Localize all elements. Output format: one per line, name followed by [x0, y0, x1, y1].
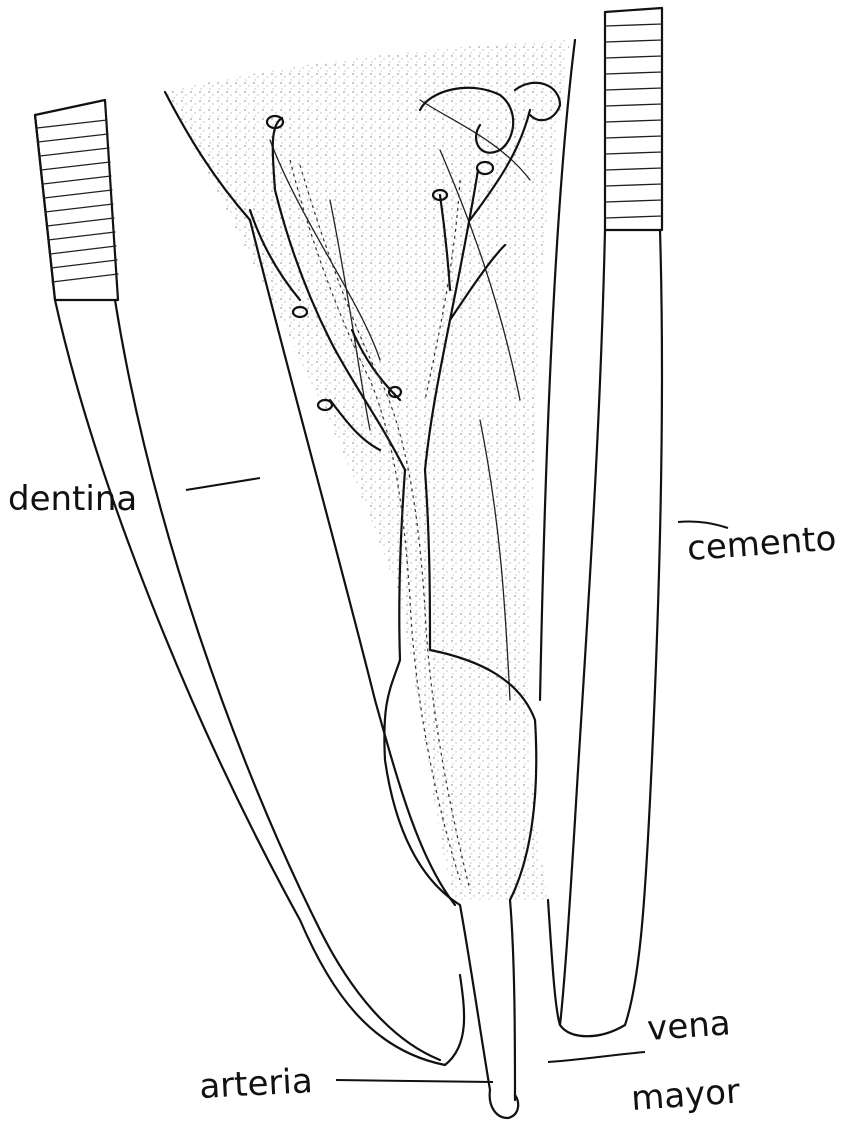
label-arteria: arteria: [198, 1061, 313, 1107]
label-vena: vena: [646, 1003, 732, 1049]
right-root-wall: [540, 40, 662, 1036]
label-dentina: dentina: [8, 479, 137, 519]
pulp-tissue: [165, 40, 570, 900]
label-cemento: cemento: [686, 519, 838, 569]
left-cementum-bands: [35, 100, 118, 300]
right-cementum-bands: [605, 8, 662, 230]
dentina-leader: [186, 478, 260, 490]
arteria-leader: [336, 1080, 493, 1082]
label-mayor: mayor: [630, 1071, 741, 1118]
vena-mayor-leader: [548, 1052, 645, 1062]
